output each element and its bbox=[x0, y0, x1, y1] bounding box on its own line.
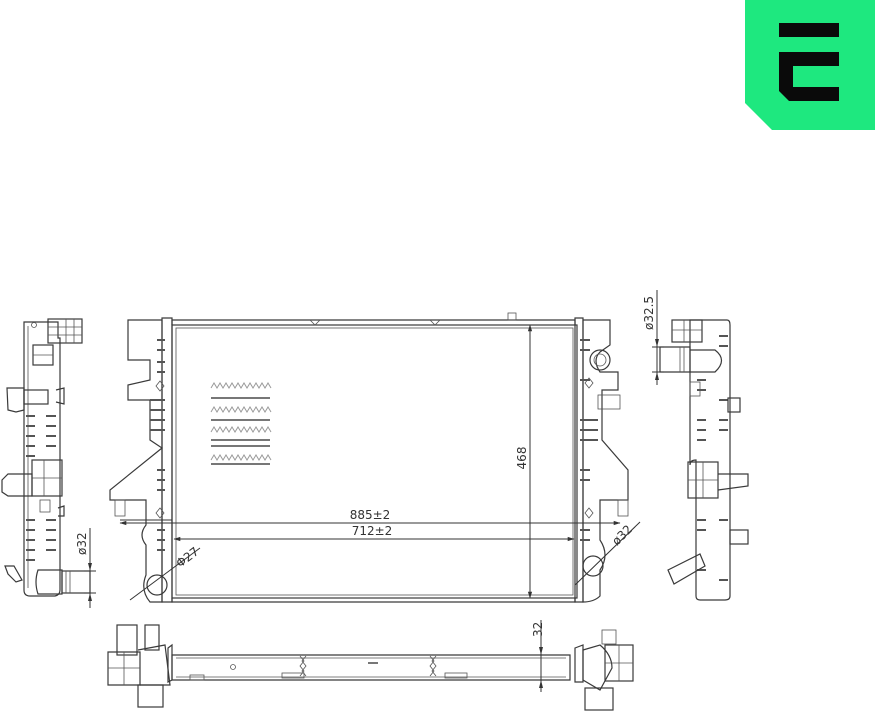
dim-overall-width: 885±2 bbox=[350, 508, 391, 522]
brand-logo bbox=[745, 0, 875, 130]
dim-core-height: 468 bbox=[515, 447, 529, 470]
front-view: 885±2 712±2 468 Φ27 ø32 bbox=[109, 312, 641, 603]
left-side-view: ø32 bbox=[1, 318, 96, 608]
right-side-view: ø32.5 bbox=[642, 290, 749, 601]
dim-left-outlet: ø32 bbox=[75, 532, 89, 555]
dim-core-thickness: 32 bbox=[531, 622, 545, 637]
dim-core-width: 712±2 bbox=[352, 524, 393, 538]
fin-pattern bbox=[210, 382, 272, 465]
dim-right-inlet: ø32.5 bbox=[642, 296, 656, 330]
radiator-core bbox=[171, 324, 578, 599]
logo-e-icon bbox=[779, 23, 839, 101]
dim-right-lower-port: ø32 bbox=[609, 522, 635, 548]
bottom-view: 32 bbox=[107, 620, 634, 711]
